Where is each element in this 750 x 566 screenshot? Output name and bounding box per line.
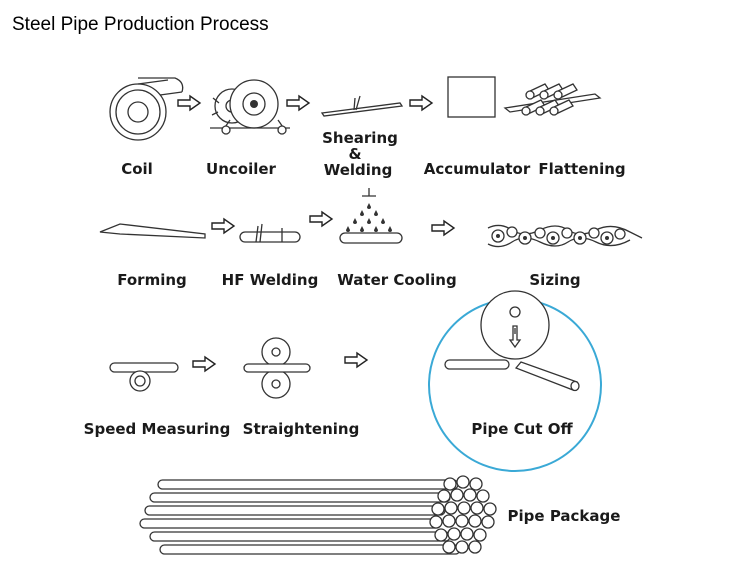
arrow-speed-to-straightening — [192, 356, 216, 372]
pipe-package-illustration — [139, 475, 497, 555]
arrow-forming-to-hf-welding — [211, 218, 235, 234]
label-straightening: Straightening — [243, 420, 360, 438]
label-flattening: Flattening — [538, 160, 625, 178]
arrow-water-cooling-to-sizing — [431, 220, 455, 236]
arrow-straightening-to-cut-off — [344, 352, 368, 368]
speed-measuring-illustration — [109, 362, 179, 392]
label-pipe-package: Pipe Package — [508, 507, 621, 525]
arrow-coil-to-uncoiler — [177, 95, 201, 111]
flattening-illustration — [503, 83, 602, 116]
uncoiler-illustration — [210, 79, 290, 135]
label-welding: Welding — [324, 161, 393, 179]
coil-illustration — [109, 77, 184, 141]
label-ampersand: & — [348, 145, 361, 163]
shearing-welding-illustration — [320, 95, 404, 117]
forming-illustration — [99, 223, 206, 239]
label-speed-measuring: Speed Measuring — [84, 420, 231, 438]
arrow-shearing-to-accumulator — [409, 95, 433, 111]
label-water-cooling: Water Cooling — [337, 271, 456, 289]
arrow-uncoiler-to-shearing — [286, 95, 310, 111]
sizing-illustration — [487, 224, 643, 248]
straightening-illustration — [243, 337, 311, 399]
arrow-hf-welding-to-water-cooling — [309, 211, 333, 227]
page-title: Steel Pipe Production Process — [12, 14, 269, 35]
label-shearing: Shearing — [322, 129, 398, 147]
label-accumulator: Accumulator — [424, 160, 531, 178]
label-coil: Coil — [121, 160, 153, 178]
water-cooling-illustration — [339, 188, 403, 244]
label-forming: Forming — [117, 271, 187, 289]
hf-welding-illustration — [239, 223, 301, 243]
label-uncoiler: Uncoiler — [206, 160, 277, 178]
label-pipe-cut-off: Pipe Cut Off — [471, 420, 573, 438]
label-hf-welding: HF Welding — [222, 271, 319, 289]
label-sizing: Sizing — [529, 271, 580, 289]
pipe-cut-off-illustration — [428, 290, 602, 472]
accumulator-illustration — [447, 76, 496, 118]
